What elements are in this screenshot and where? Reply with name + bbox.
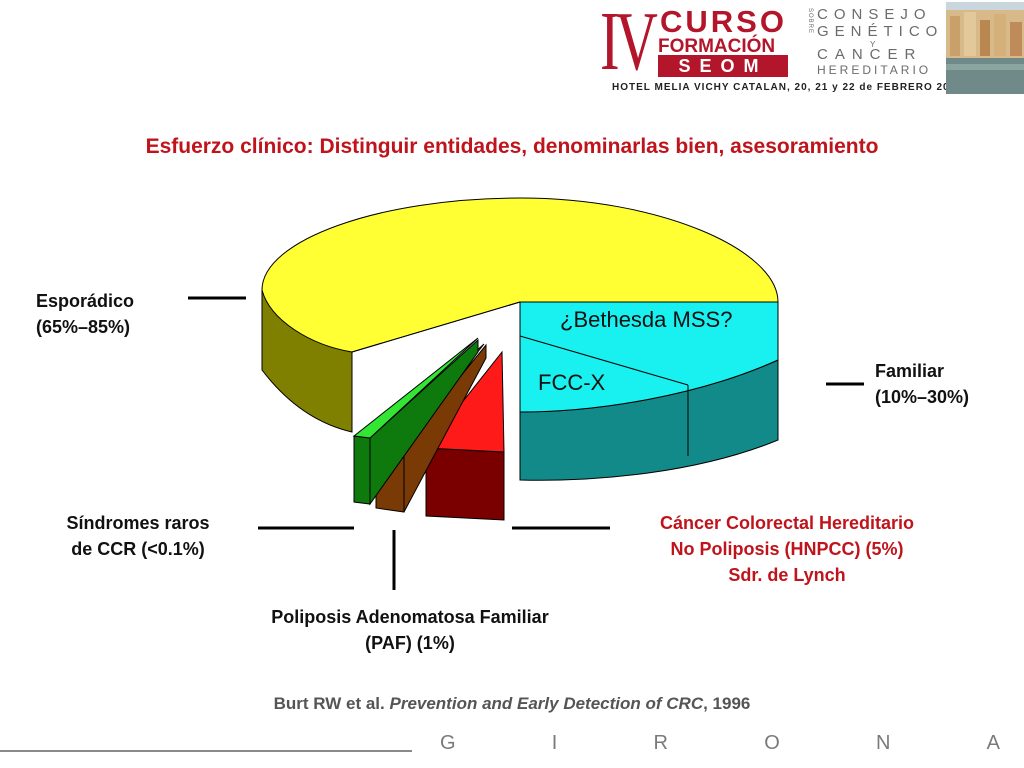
label-familiar: Familiar (10%–30%) [875,358,969,410]
girona-photo [946,2,1024,94]
label-fccx: FCC-X [538,370,606,395]
footer-letter: I [551,732,558,754]
logo-seom: SEOM [658,55,788,77]
citation-authors: Burt RW et al. [273,694,385,713]
label-sindromes-value: de CCR (<0.1%) [71,539,205,559]
label-hnpcc: Cáncer Colorectal Hereditario No Polipos… [612,510,962,588]
footer-letter: G [440,732,456,754]
logo-sobre: SOBRE [807,8,813,35]
label-esporadico-range: (65%–85%) [36,317,131,337]
logo-y: Y [870,40,876,49]
logo-curso: CURSO [660,4,787,39]
logo-hereditario: HEREDITARIO [817,63,932,77]
label-bethesda: ¿Bethesda MSS? [560,307,733,332]
label-sindromes: Síndromes raros de CCR (<0.1%) [30,510,246,562]
citation-work: Prevention and Early Detection of CRC [389,694,704,713]
label-esporadico-name: Esporádico [36,291,135,311]
footer-divider [0,750,412,752]
label-sindromes-name: Síndromes raros [66,513,210,533]
logo-numeral: IV [600,0,658,88]
hotel-line: HOTEL MELIA VICHY CATALAN, 20, 21 y 22 d… [612,82,963,93]
label-familiar-range: (10%–30%) [875,387,970,407]
label-hnpcc-line1: Cáncer Colorectal Hereditario [659,513,915,533]
slice-sindromes-inner [369,338,479,506]
footer-letter: A [986,732,1000,754]
slice-familiar [519,301,779,413]
footer-letter: O [764,732,780,754]
logo-formacion: FORMACIÓN [658,36,776,57]
label-hnpcc-line2: No Poliposis (HNPCC) (5%) [670,539,904,559]
label-hnpcc-line3: Sdr. de Lynch [728,565,846,585]
label-paf: Poliposis Adenomatosa Familiar (PAF) (1%… [210,604,610,656]
logo-consejo: CONSEJO GENÉTICO [817,6,944,40]
footer-girona: G I R O N A [440,732,1000,755]
label-paf-value: (PAF) (1%) [365,633,455,653]
label-paf-name: Poliposis Adenomatosa Familiar [271,607,549,627]
label-esporadico: Esporádico (65%–85%) [36,288,134,340]
slide-title: Esfuerzo clínico: Distinguir entidades, … [145,135,879,158]
footer-letter: N [875,732,891,754]
citation-year: , 1996 [703,694,751,713]
footer-letter: R [653,732,668,754]
slice-hnpcc-side [425,447,505,521]
label-familiar-name: Familiar [875,361,945,381]
citation: Burt RW et al. Prevention and Early Dete… [0,694,1024,714]
slice-sindromes-side [353,435,371,505]
slice-esporadico [261,197,779,353]
logo-cancer: CANCER [817,46,923,63]
slice-sindromes [352,337,479,439]
